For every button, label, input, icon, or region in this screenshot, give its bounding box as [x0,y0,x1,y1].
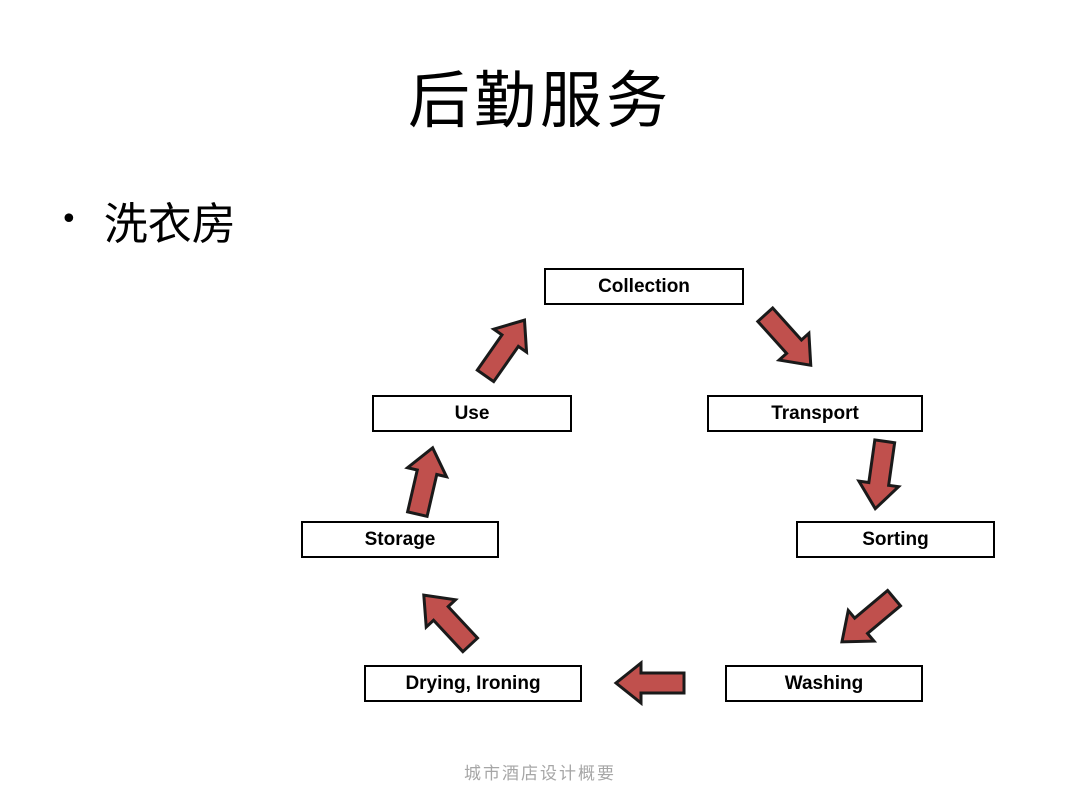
box-washing: Washing [725,665,923,702]
box-collection: Collection [544,268,744,305]
arrow-washing-to-drying-icon [613,659,687,707]
arrow-drying-to-storage-icon [406,578,489,662]
arrow-storage-to-use-icon [395,440,455,522]
page-title: 后勤服务 [407,64,672,137]
box-transport: Transport [707,395,923,432]
box-drying-ironing: Drying, Ironing [364,665,582,702]
bullet-item: • 洗衣房 [60,188,236,252]
bullet-text: 洗衣房 [103,199,236,250]
arrow-sorting-to-washing-icon [826,579,911,660]
bullet-marker-icon: • [60,202,78,237]
arrow-collection-to-transport-icon [747,298,829,382]
arrow-transport-to-sorting-icon [853,435,907,514]
box-storage: Storage [301,521,499,558]
slide-footer: 城市酒店设计概要 [464,764,616,784]
arrow-use-to-collection-icon [466,305,544,391]
box-use: Use [372,395,572,432]
box-sorting: Sorting [796,521,995,558]
